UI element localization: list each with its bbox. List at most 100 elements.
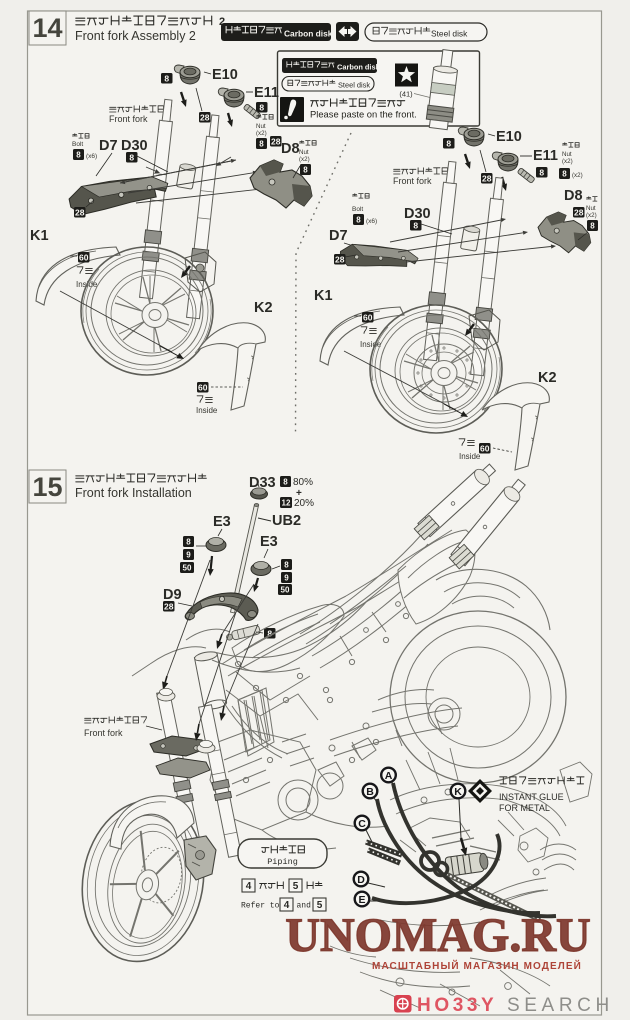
svg-text:D7: D7 <box>329 228 348 244</box>
svg-text:Inside: Inside <box>459 452 481 461</box>
svg-text:12: 12 <box>282 498 291 507</box>
svg-text:8: 8 <box>562 169 567 178</box>
svg-text:A: A <box>385 770 393 782</box>
svg-text:(x6): (x6) <box>366 218 377 225</box>
svg-text:K2: K2 <box>254 300 273 316</box>
svg-text:D9: D9 <box>163 587 182 603</box>
svg-text:(x6): (x6) <box>86 153 97 160</box>
svg-text:2: 2 <box>219 16 225 28</box>
svg-text:8: 8 <box>303 165 308 174</box>
svg-text:8: 8 <box>590 221 595 230</box>
svg-text:4: 4 <box>284 900 290 911</box>
svg-text:8: 8 <box>539 167 544 177</box>
svg-text:Bolt: Bolt <box>352 206 363 213</box>
svg-text:60: 60 <box>363 312 373 322</box>
svg-text:E3: E3 <box>213 514 231 530</box>
svg-text:E3: E3 <box>260 534 278 550</box>
svg-text:15: 15 <box>32 472 62 502</box>
svg-text:8: 8 <box>267 628 272 638</box>
svg-text:8: 8 <box>283 477 288 486</box>
svg-text:(x2): (x2) <box>562 158 573 165</box>
svg-text:МАСШТАБНЫЙ МАГАЗИН МОДЕЛЕЙ: МАСШТАБНЫЙ МАГАЗИН МОДЕЛЕЙ <box>372 959 582 972</box>
svg-text:Please paste on the front.: Please paste on the front. <box>310 109 417 120</box>
svg-text:SEARCH: SEARCH <box>507 995 614 1016</box>
svg-text:D7: D7 <box>99 138 118 154</box>
svg-text:(41): (41) <box>399 90 413 99</box>
svg-text:8: 8 <box>413 220 418 230</box>
svg-text:Front fork Assembly 2: Front fork Assembly 2 <box>75 29 196 43</box>
svg-text:(x2): (x2) <box>256 130 267 137</box>
svg-text:E10: E10 <box>496 129 522 145</box>
svg-text:Nut: Nut <box>586 205 596 212</box>
svg-text:28: 28 <box>75 207 85 217</box>
svg-text:Carbon disk: Carbon disk <box>284 29 333 39</box>
svg-text:(x2): (x2) <box>586 212 597 219</box>
svg-text:E11: E11 <box>533 148 558 164</box>
svg-text:60: 60 <box>480 443 490 453</box>
svg-text:E10: E10 <box>212 67 238 83</box>
svg-text:HO33Y: HO33Y <box>417 995 497 1016</box>
svg-text:Front fork: Front fork <box>84 728 123 738</box>
svg-text:Steel disk: Steel disk <box>338 81 370 90</box>
svg-text:5: 5 <box>293 881 299 892</box>
svg-text:4: 4 <box>246 881 252 892</box>
svg-text:K: K <box>454 786 462 798</box>
svg-text:5: 5 <box>317 900 323 911</box>
svg-text:28: 28 <box>574 207 584 217</box>
svg-text:D8: D8 <box>281 141 300 157</box>
svg-text:50: 50 <box>281 585 290 594</box>
svg-text:K1: K1 <box>314 288 333 304</box>
svg-text:Carbon disk: Carbon disk <box>337 63 381 72</box>
svg-text:8: 8 <box>356 215 361 224</box>
svg-text:K2: K2 <box>538 370 557 386</box>
svg-text:D8: D8 <box>564 188 583 204</box>
svg-text:Inside: Inside <box>196 406 218 415</box>
svg-text:8: 8 <box>129 152 134 162</box>
svg-text:Piping: Piping <box>267 857 298 867</box>
svg-text:INSTANT GLUE: INSTANT GLUE <box>499 792 564 802</box>
svg-text:28: 28 <box>271 136 281 146</box>
svg-text:14: 14 <box>32 13 62 43</box>
svg-text:9: 9 <box>186 550 191 559</box>
svg-text:Front fork: Front fork <box>109 114 148 124</box>
svg-text:28: 28 <box>335 254 345 264</box>
svg-text:Nut: Nut <box>562 151 572 158</box>
svg-text:Steel disk: Steel disk <box>431 29 468 39</box>
svg-text:50: 50 <box>183 563 192 572</box>
svg-text:D: D <box>357 874 365 886</box>
svg-text:(x2): (x2) <box>572 172 583 179</box>
svg-text:D33: D33 <box>249 475 276 491</box>
svg-text:28: 28 <box>200 112 210 122</box>
svg-text:K1: K1 <box>30 228 49 244</box>
svg-text:60: 60 <box>79 252 89 262</box>
svg-text:UNOMAG.RU: UNOMAG.RU <box>285 909 590 962</box>
svg-text:E11: E11 <box>254 85 279 101</box>
svg-text:20%: 20% <box>294 498 314 509</box>
svg-text:60: 60 <box>198 382 208 392</box>
svg-text:UB2: UB2 <box>272 513 301 529</box>
svg-text:Front fork: Front fork <box>393 176 432 186</box>
svg-text:8: 8 <box>259 139 264 148</box>
svg-text:FOR METAL: FOR METAL <box>499 803 550 813</box>
svg-text:Inside: Inside <box>360 340 382 349</box>
svg-text:+: + <box>296 488 302 499</box>
svg-text:8: 8 <box>186 537 191 546</box>
svg-text:9: 9 <box>284 573 289 582</box>
svg-text:Nut: Nut <box>256 123 266 130</box>
svg-text:Front fork Installation: Front fork Installation <box>75 486 192 500</box>
svg-text:B: B <box>366 786 374 798</box>
svg-text:Refer to: Refer to <box>241 902 280 911</box>
svg-text:Nut: Nut <box>299 149 309 156</box>
svg-text:and: and <box>297 902 312 911</box>
svg-text:Bolt: Bolt <box>72 141 83 148</box>
svg-text:(x2): (x2) <box>299 156 310 163</box>
svg-text:E: E <box>358 894 365 906</box>
svg-text:D30: D30 <box>121 138 148 154</box>
svg-text:28: 28 <box>164 601 174 611</box>
svg-text:80%: 80% <box>293 477 313 488</box>
svg-text:C: C <box>358 818 366 830</box>
svg-text:8: 8 <box>284 560 289 569</box>
svg-text:D30: D30 <box>404 206 431 222</box>
svg-text:8: 8 <box>164 73 169 83</box>
svg-text:8: 8 <box>259 102 264 112</box>
